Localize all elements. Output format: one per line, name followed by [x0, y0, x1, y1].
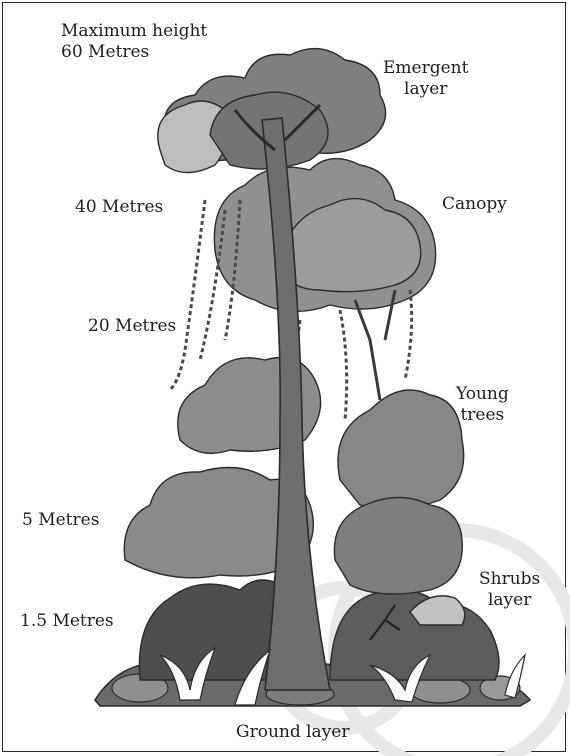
label-ground-layer: Ground layer — [236, 722, 350, 743]
label-emergent-layer: Emergent layer — [383, 58, 468, 100]
label-canopy: Canopy — [442, 194, 507, 215]
label-5-metres: 5 Metres — [22, 510, 99, 531]
label-40-metres: 40 Metres — [75, 197, 163, 218]
label-young-line2: trees — [456, 405, 509, 426]
label-maximum-height-line2: 60 Metres — [61, 42, 207, 63]
label-maximum-height: Maximum height 60 Metres — [61, 21, 207, 63]
label-shrubs-layer: Shrubs layer — [479, 569, 540, 611]
label-shrubs-line2: layer — [479, 590, 540, 611]
label-emergent-line1: Emergent — [383, 58, 468, 79]
label-20-metres: 20 Metres — [88, 316, 176, 337]
label-emergent-line2: layer — [383, 79, 468, 100]
label-young-line1: Young — [456, 384, 509, 405]
label-young-trees: Young trees — [456, 384, 509, 426]
label-shrubs-line1: Shrubs — [479, 569, 540, 590]
label-maximum-height-line1: Maximum height — [61, 21, 207, 42]
label-1-5-metres: 1.5 Metres — [20, 611, 114, 632]
